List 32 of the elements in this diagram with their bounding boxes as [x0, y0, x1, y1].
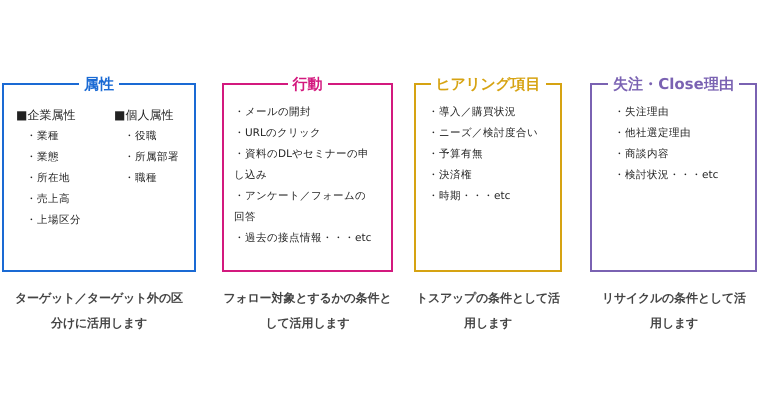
caption-text: ターゲット／ターゲット外の区分けに活用します: [14, 290, 184, 332]
list-item: ・メールの開封: [234, 105, 312, 120]
list-item: ・失注理由: [614, 105, 670, 120]
frame-heading: ヒアリング項目: [436, 74, 540, 95]
caption-text: トスアップの条件として活用します: [415, 290, 561, 332]
list-item: ・役職: [123, 129, 158, 144]
list-item: ・導入／購買状況: [428, 105, 517, 120]
list-item: ・所在地: [25, 171, 71, 186]
list-item: ・資料のDLやセミナーの申し込み: [234, 147, 370, 183]
list-item: ・職種: [123, 171, 158, 186]
frame-heading: 失注・Close理由: [613, 74, 734, 95]
list-item: ・予算有無: [428, 147, 484, 162]
list-item: ・時期・・・etc: [428, 189, 512, 204]
list-item: ・ニーズ／検討度合い: [428, 126, 539, 141]
group-heading: ■個人属性: [114, 107, 174, 124]
frame-heading: 行動: [292, 74, 322, 95]
list-item: ・アンケート／フォームの回答: [234, 189, 367, 225]
list-item: ・他社選定理由: [614, 126, 692, 141]
list-item: ・売上高: [25, 192, 71, 207]
list-item: ・業種: [25, 129, 60, 144]
list-item: ・商談内容: [614, 147, 670, 162]
list-item: ・過去の接点情報・・・etc: [234, 231, 372, 246]
list-item: ・上場区分: [25, 213, 82, 228]
list-item: ・決済権: [428, 168, 473, 183]
group-heading: ■企業属性: [16, 107, 76, 124]
list-item: ・URLのクリック: [234, 126, 322, 141]
list-item: ・所属部署: [123, 150, 180, 165]
caption-text: フォロー対象とするかの条件として活用します: [222, 290, 392, 332]
caption-text: リサイクルの条件として活用します: [601, 290, 747, 332]
frame-heading: 属性: [84, 74, 114, 95]
list-item: ・業態: [25, 150, 60, 165]
list-item: ・検討状況・・・etc: [614, 168, 720, 183]
